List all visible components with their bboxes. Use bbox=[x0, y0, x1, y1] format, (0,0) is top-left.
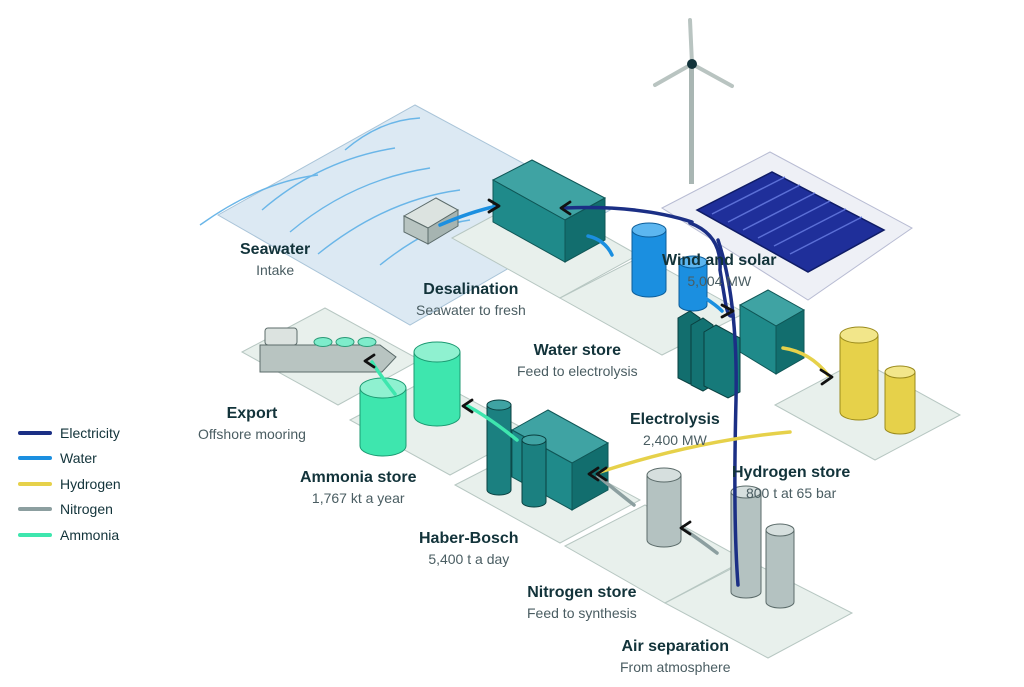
stage-subtitle: Seawater to fresh bbox=[416, 302, 526, 319]
flow-lines bbox=[370, 204, 830, 587]
label-haber-bosch: Haber-Bosch 5,400 t a day bbox=[419, 530, 519, 567]
arrow-nitrogen-store-in bbox=[679, 520, 692, 536]
intake-pump bbox=[402, 197, 460, 245]
stage-subtitle: Feed to synthesis bbox=[527, 605, 637, 622]
air-separation-columns bbox=[730, 485, 795, 609]
stage-title: Desalination bbox=[423, 281, 519, 298]
stage-title: Nitrogen store bbox=[527, 584, 637, 601]
electricity-flow-3 bbox=[716, 238, 740, 587]
label-seawater: Seawater Intake bbox=[240, 241, 310, 278]
solar-array bbox=[695, 171, 886, 273]
arrow-export-in bbox=[363, 353, 376, 369]
legend-label: Hydrogen bbox=[60, 475, 121, 492]
legend-swatch bbox=[18, 532, 52, 537]
legend-label: Water bbox=[60, 450, 97, 467]
water-flow-tank bbox=[586, 234, 614, 257]
label-ammonia-store: Ammonia store 1,767 kt a year bbox=[300, 469, 416, 506]
stage-subtitle: From atmosphere bbox=[620, 659, 731, 676]
stage-title: Haber-Bosch bbox=[419, 530, 519, 547]
label-export: Export Offshore mooring bbox=[198, 405, 306, 442]
electricity-flow-2 bbox=[688, 221, 735, 318]
hydrogen-flow-synthesis bbox=[598, 430, 792, 474]
electricity-flow bbox=[563, 205, 694, 224]
desalination-plant bbox=[491, 159, 607, 263]
stage-subtitle: 5,400 t a day bbox=[428, 551, 510, 568]
legend-swatch bbox=[18, 481, 52, 486]
stage-subtitle: 1,767 kt a year bbox=[311, 490, 405, 507]
arrow-hydrogen-store-in bbox=[819, 368, 834, 386]
nitrogen-tank bbox=[646, 467, 682, 548]
ammonia-flow-store bbox=[464, 403, 519, 442]
legend-swatch bbox=[18, 430, 52, 435]
stage-subtitle: 2,400 MW bbox=[643, 432, 707, 449]
nitrogen-flow-synthesis bbox=[596, 474, 636, 507]
stage-title: Ammonia store bbox=[300, 469, 417, 486]
legend-item-electricity: Electricity bbox=[18, 420, 121, 446]
arrow-desalination-in bbox=[487, 198, 501, 214]
legend-swatch bbox=[18, 507, 52, 512]
label-air-separation: Air separation From atmosphere bbox=[620, 638, 730, 675]
arrow-desalination-power bbox=[559, 200, 572, 216]
stage-title: Air separation bbox=[621, 638, 730, 655]
arrow-haber-bosch-in bbox=[595, 466, 608, 482]
legend-label: Ammonia bbox=[60, 526, 120, 543]
legend: Electricity Water Hydrogen Nitrogen Ammo… bbox=[18, 420, 121, 548]
haber-bosch-plant bbox=[486, 399, 610, 511]
label-wind-solar: Wind and solar 5,004 MW bbox=[662, 252, 777, 289]
electrolysis-plant bbox=[677, 289, 806, 399]
hydrogen-tanks bbox=[839, 326, 916, 435]
arrow-electrolysis-in bbox=[720, 303, 735, 319]
flow-arrows bbox=[363, 198, 834, 536]
ammonia-flow-export bbox=[370, 360, 397, 396]
legend-label: Electricity bbox=[60, 424, 120, 441]
stage-subtitle: Intake bbox=[256, 262, 295, 279]
water-flow-electrolysis bbox=[703, 296, 724, 313]
sea-waves bbox=[199, 117, 471, 266]
stage-title: Export bbox=[226, 405, 278, 422]
label-desalination: Desalination Seawater to fresh bbox=[416, 281, 526, 318]
air-separation-pad bbox=[663, 559, 854, 659]
legend-item-ammonia: Ammonia bbox=[18, 522, 121, 548]
stage-subtitle: Offshore mooring bbox=[198, 426, 306, 443]
stage-title: Water store bbox=[533, 342, 622, 359]
legend-item-water: Water bbox=[18, 446, 121, 472]
arrow-haber-bosch-in-2 bbox=[587, 466, 600, 482]
stage-subtitle: Feed to electrolysis bbox=[517, 363, 638, 380]
water-flow-intake bbox=[438, 204, 499, 227]
legend-label: Nitrogen bbox=[60, 501, 113, 518]
legend-item-nitrogen: Nitrogen bbox=[18, 497, 121, 523]
label-electrolysis: Electrolysis 2,400 MW bbox=[630, 411, 720, 448]
label-nitrogen-store: Nitrogen store Feed to synthesis bbox=[527, 584, 637, 621]
legend-item-hydrogen: Hydrogen bbox=[18, 471, 121, 497]
stage-subtitle: 800 t at 65 bar bbox=[745, 485, 837, 502]
wind-turbine bbox=[653, 18, 734, 184]
stage-title: Wind and solar bbox=[662, 252, 777, 269]
stage-title: Seawater bbox=[240, 241, 311, 258]
stage-title: Electrolysis bbox=[630, 411, 720, 428]
stage-subtitle: 5,004 MW bbox=[687, 273, 752, 290]
label-hydrogen-store: Hydrogen store 800 t at 65 bar bbox=[732, 464, 850, 501]
arrow-ammonia-store-in bbox=[461, 398, 474, 414]
label-water-store: Water store Feed to electrolysis bbox=[517, 342, 638, 379]
water-tanks bbox=[631, 222, 708, 312]
legend-swatch bbox=[18, 456, 52, 461]
stage-title: Hydrogen store bbox=[732, 464, 851, 481]
export-ship bbox=[259, 327, 397, 373]
